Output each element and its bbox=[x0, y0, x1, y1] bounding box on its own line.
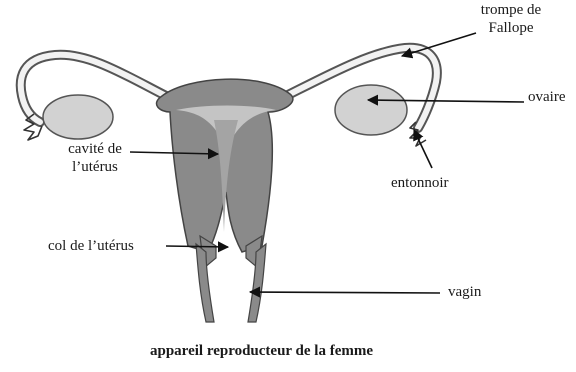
arrow-entonnoir bbox=[414, 130, 432, 168]
right-ovary bbox=[335, 85, 407, 135]
label-cavite-line1: cavité de bbox=[60, 140, 130, 158]
label-entonnoir: entonnoir bbox=[391, 174, 449, 192]
label-trompe-de-fallope: trompe de Fallope bbox=[478, 1, 544, 37]
label-cavite-uterus: cavité de l’utérus bbox=[60, 140, 130, 176]
label-trompe-line2: Fallope bbox=[478, 19, 544, 37]
cervix-and-vagina bbox=[196, 236, 266, 322]
label-vagin: vagin bbox=[448, 283, 481, 301]
diagram-caption: appareil reproducteur de la femme bbox=[150, 343, 373, 360]
left-ovary bbox=[43, 95, 113, 139]
uterus bbox=[157, 79, 293, 252]
label-cavite-line2: l’utérus bbox=[60, 158, 130, 176]
arrow-vagin bbox=[250, 292, 440, 293]
arrow-col bbox=[166, 246, 228, 247]
label-ovaire: ovaire bbox=[528, 88, 565, 106]
label-col-uterus: col de l’utérus bbox=[48, 237, 134, 255]
label-trompe-line1: trompe de bbox=[478, 1, 544, 19]
